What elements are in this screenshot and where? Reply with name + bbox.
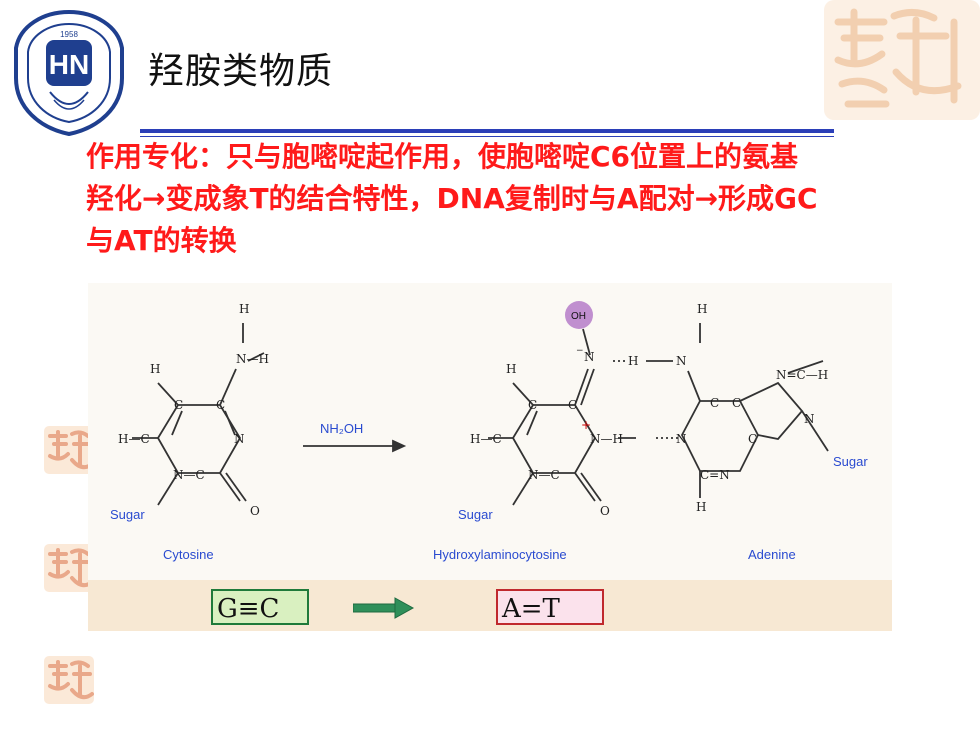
svg-text:N—C: N—C [528, 468, 560, 482]
svg-text:N—H: N—H [590, 432, 623, 446]
svg-text:N: N [584, 350, 595, 364]
svg-text:C=N: C=N [700, 468, 730, 482]
reaction-diagram: H N—H H C C H—C N N—C O H C C H—C N—H + … [110, 301, 868, 562]
decorative-seal-icon [824, 0, 980, 120]
title-underline [140, 129, 834, 133]
gc-pair-box: G≡C [211, 589, 309, 625]
cytosine-label: Cytosine [163, 547, 214, 562]
svg-text:C: C [216, 398, 225, 412]
decorative-seal-icon [44, 544, 94, 592]
explanation-text: 作用专化：只与胞嘧啶起作用，使胞嘧啶C6位置上的氨基 羟化→变成象T的结合特性，… [86, 136, 936, 262]
explanation-line-2: 羟化→变成象T的结合特性，DNA复制时与A配对→形成GC [86, 182, 818, 215]
svg-text:C: C [568, 398, 577, 412]
sugar-label-adenine: Sugar [833, 454, 868, 469]
svg-text:H: H [697, 302, 707, 316]
oh-highlight [565, 301, 593, 329]
svg-text:C: C [732, 396, 741, 410]
svg-text:N: N [676, 432, 687, 446]
svg-text:C: C [710, 396, 719, 410]
svg-text:N: N [234, 432, 245, 446]
svg-text:C: C [528, 398, 537, 412]
svg-text:H—C: H—C [470, 432, 502, 446]
hydroxylaminocytosine-label: Hydroxylaminocytosine [433, 547, 567, 562]
transition-arrow-icon [353, 597, 415, 619]
page-title: 羟胺类物质 [148, 51, 334, 92]
oh-label: OH [571, 311, 586, 322]
svg-text:H: H [239, 302, 249, 316]
decorative-seal-icon [44, 426, 94, 474]
svg-text:O: O [250, 504, 260, 518]
reagent-label: NH₂OH [320, 421, 363, 436]
svg-text:N=C—H: N=C—H [776, 368, 828, 382]
at-pair-box: A=T [496, 589, 604, 625]
svg-text:H: H [628, 354, 638, 368]
svg-text:H—C: H—C [118, 432, 150, 446]
logo-year: 1958 [60, 30, 78, 39]
svg-text:N—H: N—H [236, 352, 269, 366]
svg-text:C: C [174, 398, 183, 412]
university-logo: HN 1958 [14, 9, 124, 136]
svg-text:O: O [600, 504, 610, 518]
svg-text:−: − [576, 346, 584, 356]
explanation-line-3: 与AT的转换 [86, 224, 237, 257]
svg-text:H: H [506, 362, 516, 376]
title-underline-thin [140, 136, 834, 137]
explanation-line-1: 作用专化：只与胞嘧啶起作用，使胞嘧啶C6位置上的氨基 [86, 140, 799, 173]
svg-text:H: H [696, 500, 706, 514]
adenine-label: Adenine [748, 547, 796, 562]
logo-letters: HN [49, 49, 89, 80]
sugar-label-hydroxyl: Sugar [458, 507, 493, 522]
sugar-label-cytosine: Sugar [110, 507, 145, 522]
svg-text:N: N [676, 354, 687, 368]
svg-text:N: N [804, 412, 815, 426]
pair-band [88, 580, 892, 631]
svg-text:N—C: N—C [173, 468, 205, 482]
svg-text:C: C [748, 432, 757, 446]
chemistry-figure: H N—H H C C H—C N N—C O H C C H—C N—H + … [88, 283, 892, 631]
svg-text:+: + [581, 418, 591, 432]
decorative-seal-icon [44, 656, 94, 704]
svg-text:H: H [150, 362, 160, 376]
